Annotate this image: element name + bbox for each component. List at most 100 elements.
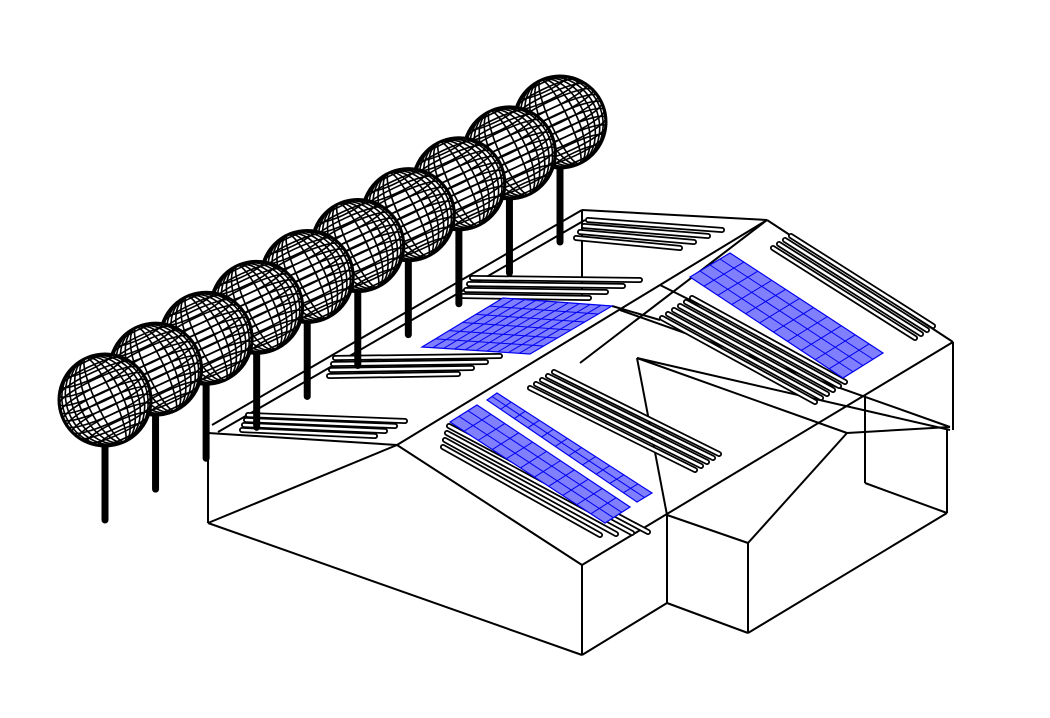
panel-grid-line xyxy=(609,474,625,484)
roof-stripe-inner xyxy=(684,300,841,388)
crown-parallel xyxy=(519,74,568,100)
panel-grid-line xyxy=(699,270,854,373)
crown-parallel xyxy=(418,136,467,162)
roof-stripe-inner xyxy=(582,224,710,238)
panel-grid-line xyxy=(719,258,874,360)
building-edge xyxy=(611,305,661,321)
building-edge xyxy=(581,602,668,656)
stripe-group-front-right xyxy=(527,369,722,473)
tree-crown-wireframe xyxy=(58,352,152,448)
panel-grid-line xyxy=(590,497,617,515)
panel-grid-line xyxy=(513,410,526,419)
crown-parallel xyxy=(64,352,113,378)
solar-panel-front-a xyxy=(448,404,632,524)
panel-grid-line xyxy=(534,460,561,478)
building-edge xyxy=(846,426,951,434)
panel-grid-line xyxy=(475,301,558,351)
roof-stripe-inner xyxy=(244,418,397,428)
roof-stripe-inner xyxy=(678,304,835,392)
stripe-group-top-back xyxy=(573,217,725,251)
building-edge xyxy=(666,602,749,634)
panel-grid-line xyxy=(520,450,547,469)
panel-grid-line xyxy=(500,401,512,410)
panel-grid-line xyxy=(464,300,547,351)
crown-parallel xyxy=(317,198,366,224)
panel-grid-line xyxy=(709,264,864,366)
building-edge xyxy=(659,219,768,286)
crown-parallel xyxy=(77,402,152,440)
building-edge xyxy=(864,341,954,396)
roof-stripe-inner xyxy=(574,236,682,250)
panel-grid-line xyxy=(467,410,622,513)
panel-grid-line xyxy=(454,299,536,350)
stripe-group-upper xyxy=(460,275,643,301)
solar-panel-upper-roof xyxy=(420,297,614,355)
stripe-group-right-top xyxy=(770,233,936,341)
building-edge xyxy=(636,357,951,431)
crown-parallel xyxy=(97,422,146,448)
building-edge xyxy=(396,444,583,566)
panel-grid-line xyxy=(463,413,492,432)
crown-parallel xyxy=(166,291,214,316)
solar-panel-right xyxy=(688,252,885,379)
roof-stripe-inner xyxy=(690,296,847,384)
roof-stripe-inner xyxy=(246,413,407,423)
panel-grid-line xyxy=(432,298,515,349)
building-edge xyxy=(864,482,948,514)
roof-stripe-inner xyxy=(327,372,460,378)
panel-grid-line xyxy=(506,441,533,460)
crown-parallel xyxy=(368,167,417,193)
panel-grid-line xyxy=(759,298,800,324)
roof-stripe-inner xyxy=(546,374,715,460)
roof-stripe-inner xyxy=(789,234,935,328)
roof-stripe-inner xyxy=(672,308,829,396)
building-edge xyxy=(581,209,768,221)
panel-grid-line xyxy=(541,428,554,438)
crown-parallel xyxy=(60,355,125,389)
building-edge xyxy=(217,219,586,433)
building-edge xyxy=(666,514,749,544)
panel-grid-line xyxy=(548,469,575,487)
panel-grid-line xyxy=(562,478,589,496)
roof-stripe-groups xyxy=(239,217,936,538)
crown-parallel xyxy=(115,322,164,347)
panel-grid-line xyxy=(801,325,842,351)
roof-stripe-inner xyxy=(534,382,703,468)
crown-parallel xyxy=(59,371,144,415)
crown-parallel xyxy=(267,229,315,255)
building-edge xyxy=(636,357,848,434)
panel-grid-line xyxy=(703,261,745,287)
roof-stripe-inner xyxy=(443,438,618,536)
solar-panel-front-b xyxy=(485,392,654,503)
panel-grid-line xyxy=(731,279,772,305)
panel-grid-line xyxy=(443,299,526,349)
roof-stripe-inner xyxy=(666,312,823,400)
roof-stripe-inner xyxy=(470,276,642,282)
building-edge xyxy=(396,284,661,446)
roof-stripe-inner xyxy=(461,294,591,300)
panel-grid-line xyxy=(745,288,786,315)
panel-grid-line xyxy=(554,438,568,447)
panel-grid-line xyxy=(527,419,540,429)
building-edge xyxy=(207,432,398,446)
panel-grid-line xyxy=(477,423,506,441)
panel-grid-line xyxy=(576,488,603,506)
roof-stripe-inner xyxy=(242,423,387,433)
stripe-group-lower-left xyxy=(239,412,408,439)
roof-stripe-inner xyxy=(333,354,502,360)
roof-stripe-inner xyxy=(586,218,724,232)
tree-row xyxy=(57,74,608,524)
roof-stripe-inner xyxy=(464,288,608,294)
building-edge xyxy=(747,512,948,634)
stripe-group-right-left xyxy=(659,295,848,405)
crown-parallel xyxy=(85,411,150,445)
panel-grid-line xyxy=(717,270,759,296)
roof-stripe-inner xyxy=(777,242,923,336)
solar-panel-arrays xyxy=(420,252,885,524)
panel-grid-line xyxy=(491,396,645,498)
panel-grid-line xyxy=(582,456,596,466)
roof-stripe-inner xyxy=(578,230,696,244)
crown-parallel xyxy=(469,105,518,131)
panel-grid-line xyxy=(568,447,582,457)
roof-stripe-inner xyxy=(771,246,917,340)
